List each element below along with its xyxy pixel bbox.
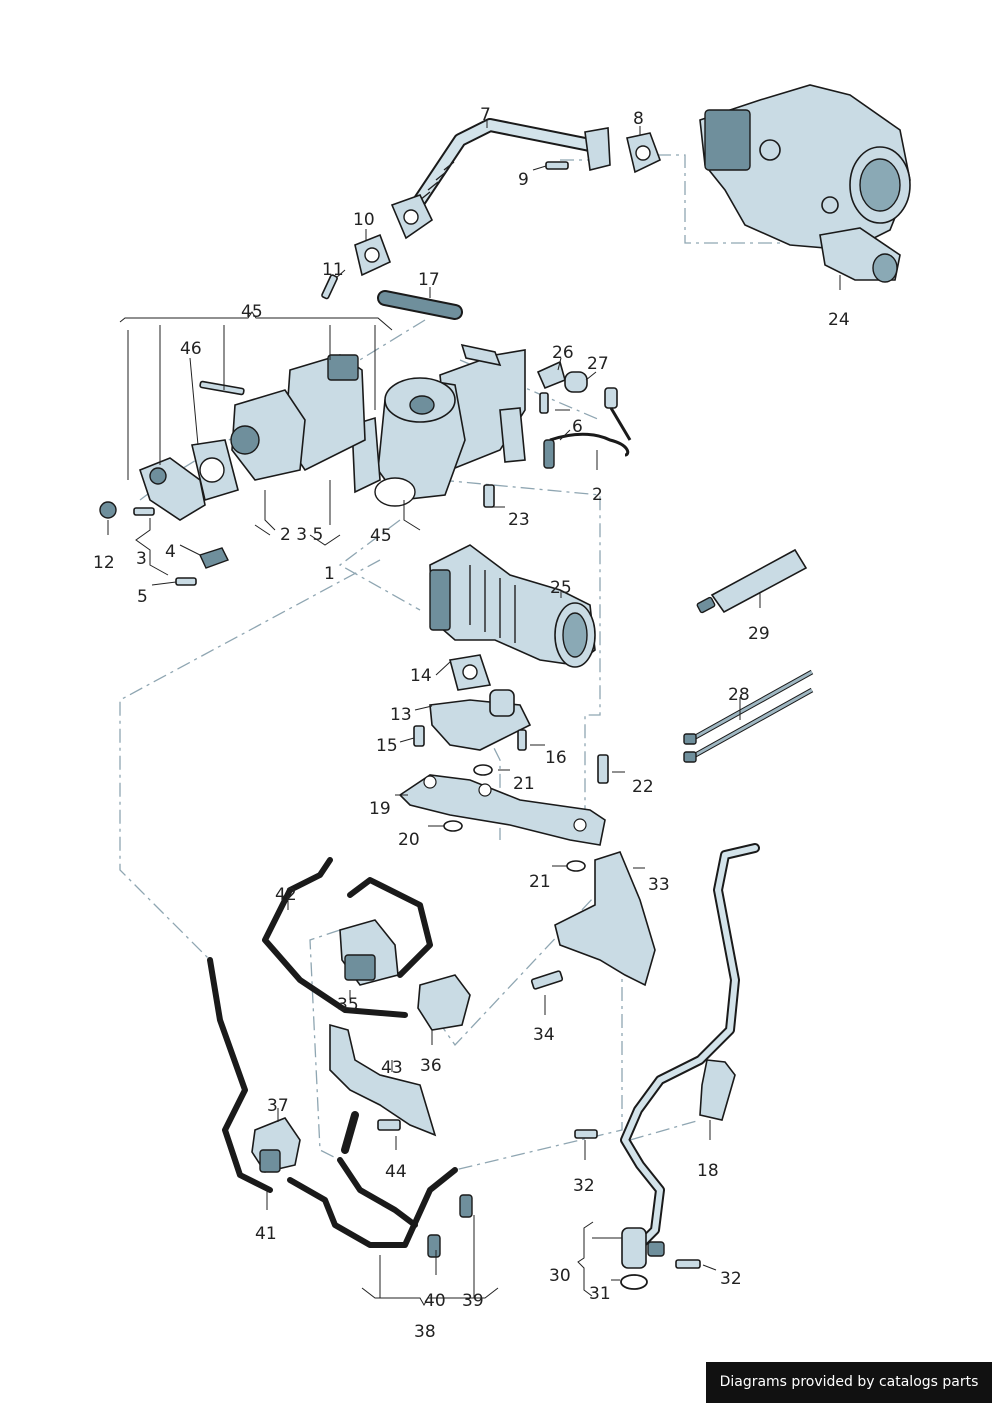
label-19: 19: [369, 799, 391, 819]
bolt-16: [517, 729, 527, 751]
bolt-upper: [199, 380, 245, 396]
turbocharger: [699, 84, 911, 283]
label-18: 18: [697, 1161, 719, 1181]
label-25: 25: [550, 578, 572, 598]
bolt-9: [545, 161, 569, 170]
label-17: 17: [418, 270, 440, 290]
connector-30: [621, 1227, 665, 1269]
label-44: 44: [385, 1162, 407, 1182]
intake-pipe-25: [429, 544, 596, 668]
label-14: 14: [410, 666, 432, 686]
label-39: 39: [462, 1291, 484, 1311]
egr-pipe: [390, 118, 611, 240]
connector-39: [459, 1194, 473, 1218]
label-7: 7: [480, 105, 491, 125]
label-42: 42: [275, 885, 297, 905]
clamp-26: [536, 360, 566, 390]
label-36: 36: [420, 1056, 442, 1076]
bracket-43: [329, 1023, 437, 1137]
label-12: 12: [93, 553, 115, 573]
label-6: 6: [572, 417, 583, 437]
label-29: 29: [748, 624, 770, 644]
label-35: 35: [337, 995, 359, 1015]
bolt-5: [175, 577, 197, 586]
stud-11: [321, 274, 338, 300]
leader-lines: [107, 120, 841, 1307]
vacuum-lines: [207, 957, 458, 1248]
label-10: 10: [353, 210, 375, 230]
bolt-44: [377, 1119, 401, 1131]
label-41: 41: [255, 1224, 277, 1244]
label-43: 43: [381, 1058, 403, 1078]
label-9: 9: [518, 170, 529, 190]
bracket-18: [699, 1059, 736, 1121]
label-21-upper: 21: [513, 774, 535, 794]
sensor-4: [199, 547, 229, 569]
cable-ties-28: [683, 669, 814, 763]
bolt-34: [530, 970, 564, 990]
egr-valve-actuator: [230, 354, 366, 481]
cap-27: [564, 371, 588, 393]
label-30: 30: [549, 1266, 571, 1286]
egr-cooler-assembly: [374, 343, 526, 507]
label-34: 34: [533, 1025, 555, 1045]
bolt-32a: [574, 1129, 598, 1139]
nut-12: [99, 501, 117, 519]
temperature-sensor-6: [543, 387, 632, 469]
label-38: 38: [414, 1322, 436, 1342]
bracket-36: [417, 974, 471, 1031]
label-3: 3: [136, 549, 147, 569]
label-5: 5: [137, 587, 148, 607]
bolt-15: [413, 725, 425, 747]
o-ring-31: [620, 1274, 648, 1290]
label-24: 24: [828, 310, 850, 330]
footer-credit: Diagrams provided by catalogs parts: [706, 1362, 992, 1403]
label-15: 15: [376, 736, 398, 756]
label-37: 37: [267, 1096, 289, 1116]
coolant-pipe: [620, 843, 760, 1250]
hose-17: [377, 290, 463, 320]
label-1: 1: [324, 564, 335, 584]
label-16: 16: [545, 748, 567, 768]
label-32-upper: 32: [573, 1176, 595, 1196]
part-labels: 7 8 9 10 11 17 24 45 46 26 27 6 2 23 12 …: [93, 105, 850, 1342]
label-8: 8: [633, 109, 644, 129]
label-27: 27: [587, 354, 609, 374]
bracket-33: [554, 851, 656, 987]
hose-42: [262, 857, 433, 1018]
label-21-lower: 21: [529, 872, 551, 892]
label-31: 31: [589, 1284, 611, 1304]
label-4: 4: [165, 542, 176, 562]
sealant-tube-29: [696, 548, 808, 614]
label-40: 40: [424, 1291, 446, 1311]
label-26: 26: [552, 343, 574, 363]
solenoid-valve-35: [339, 919, 399, 986]
label-22: 22: [632, 777, 654, 797]
label-46: 46: [180, 339, 202, 359]
bolt-32b: [675, 1259, 701, 1269]
label-20: 20: [398, 830, 420, 850]
valve-37: [251, 1117, 301, 1173]
bolt-23: [483, 484, 495, 508]
label-2: 2: [592, 485, 603, 505]
label-32-lower: 32: [720, 1269, 742, 1289]
bolt-12b: [133, 507, 155, 516]
label-23: 23: [508, 510, 530, 530]
o-ring-20: [443, 820, 463, 832]
bracket-19: [398, 774, 606, 846]
bolt-26b: [539, 392, 549, 414]
label-28: 28: [728, 685, 750, 705]
pipe-13: [429, 689, 532, 751]
connector-40: [427, 1234, 441, 1258]
o-ring-21a: [473, 764, 493, 776]
o-ring-21b: [566, 860, 586, 872]
label-13: 13: [390, 705, 412, 725]
label-33: 33: [648, 875, 670, 895]
label-45-bottom: 45: [370, 526, 392, 546]
label-2-3-5: 2 3 5: [280, 525, 323, 545]
label-45-top: 45: [241, 302, 263, 322]
bolt-22: [597, 754, 609, 784]
label-11: 11: [322, 260, 344, 280]
